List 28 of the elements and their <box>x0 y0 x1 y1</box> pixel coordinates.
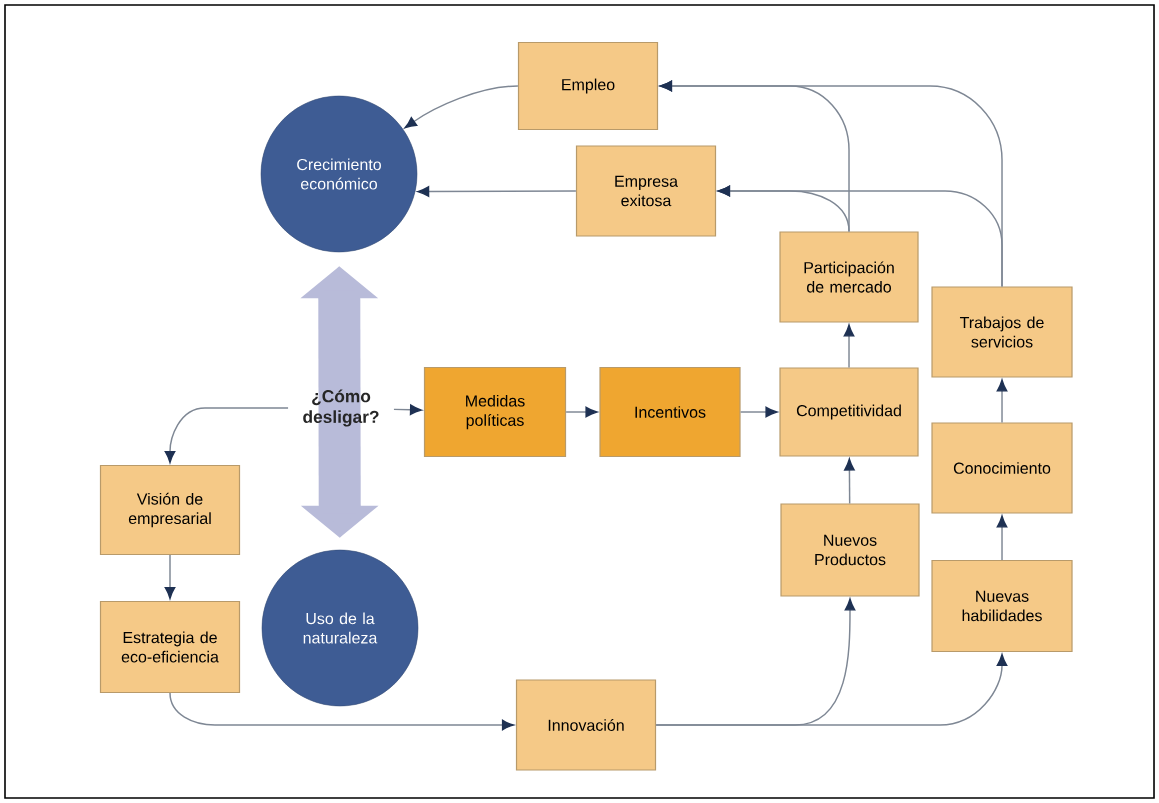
arrow <box>169 692 514 731</box>
policy-box: Medidas políticas <box>423 366 567 458</box>
process-box: Competitividad <box>779 367 919 457</box>
process-box: Nuevos Productos <box>780 503 920 597</box>
process-box: Participación de mercado <box>779 231 919 323</box>
arrow <box>393 404 422 416</box>
arrow <box>843 324 855 369</box>
question-text: ¿Cómo desligar? <box>303 389 379 427</box>
arrow <box>565 406 598 418</box>
policy-box: Incentivos <box>599 366 741 458</box>
arrow <box>844 458 855 505</box>
arrow <box>655 654 1008 726</box>
arrow <box>417 186 577 197</box>
arrow <box>164 407 289 463</box>
process-box: Visión de empresarial <box>99 464 241 556</box>
process-box: Empresa exitosa <box>575 145 717 237</box>
process-box: Conocimiento <box>931 422 1073 514</box>
arrow <box>718 185 1003 288</box>
process-box: Nuevas habilidades <box>931 559 1073 653</box>
arrow <box>164 554 176 599</box>
arrow <box>739 406 778 418</box>
process-box: Innovación <box>515 679 657 771</box>
process-box: Trabajos de servicios <box>931 286 1073 378</box>
arrow <box>996 515 1008 561</box>
process-box: Empleo <box>517 41 659 131</box>
arrow <box>996 379 1008 424</box>
arrow <box>404 85 519 129</box>
process-box: Estrategia de eco-eficiencia <box>99 600 241 694</box>
